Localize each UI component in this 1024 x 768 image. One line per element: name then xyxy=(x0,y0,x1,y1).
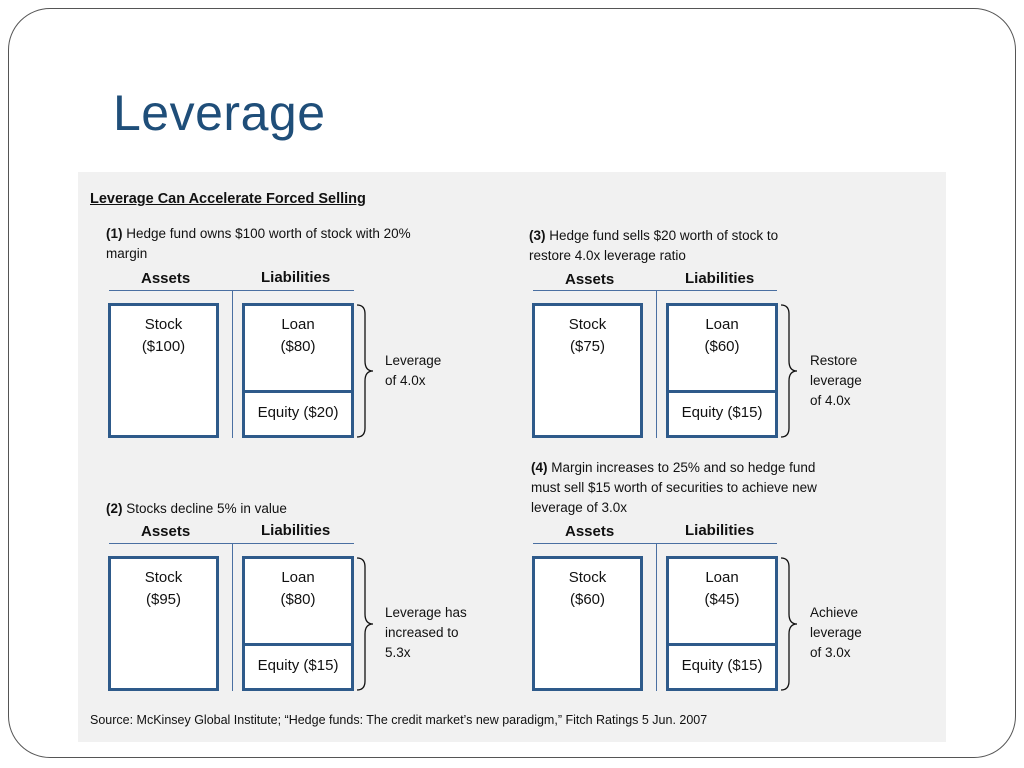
scenario-4-liabilities-header: Liabilities xyxy=(685,522,755,539)
scenario-1-divider-horizontal xyxy=(109,290,354,291)
scenario-2-loan-box: Loan ($80) xyxy=(242,556,354,646)
scenario-2-note-line-2: increased to xyxy=(385,625,459,640)
scenario-4-loan-value: ($45) xyxy=(704,591,740,608)
scenario-2-loan-value: ($80) xyxy=(280,591,316,608)
scenario-4-stock-value: ($60) xyxy=(569,591,606,608)
scenario-1-note: Leverage of 4.0x xyxy=(385,351,441,391)
scenario-4-description: (4) Margin increases to 25% and so hedge… xyxy=(531,458,831,518)
scenario-4-loan-box: Loan ($45) xyxy=(666,556,778,646)
scenario-2-liabilities-header: Liabilities xyxy=(261,522,331,539)
scenario-2-brace-icon xyxy=(356,557,374,691)
scenario-4-note-line-2: leverage xyxy=(810,625,862,640)
scenario-3-text: Hedge fund sells $20 worth of stock to r… xyxy=(529,228,779,263)
scenario-1-brace-icon xyxy=(356,304,374,438)
scenario-1-assets-header: Assets xyxy=(141,270,191,287)
scenario-3-liabilities-header: Liabilities xyxy=(685,270,755,287)
scenario-2-assets-header: Assets xyxy=(141,523,191,540)
scenario-2-loan-label: Loan xyxy=(281,569,315,586)
scenario-2-description: (2) Stocks decline 5% in value xyxy=(106,499,436,519)
scenario-3-number: (3) xyxy=(529,228,546,243)
scenario-4-note-line-3: of 3.0x xyxy=(810,645,851,660)
scenario-4-note-line-1: Achieve xyxy=(810,605,859,620)
scenario-1-equity-box: Equity ($20) xyxy=(242,390,354,438)
content-panel xyxy=(78,172,946,742)
scenario-2-divider-vertical xyxy=(232,543,233,691)
scenario-3-brace-icon xyxy=(780,304,798,438)
scenario-3-note-line-3: of 4.0x xyxy=(810,393,851,408)
scenario-4-equity-label: Equity ($15) xyxy=(681,657,763,674)
scenario-3-loan-box: Loan ($60) xyxy=(666,303,778,393)
scenario-4-text: Margin increases to 25% and so hedge fun… xyxy=(531,460,817,515)
source-citation: Source: McKinsey Global Institute; “Hedg… xyxy=(90,713,708,727)
scenario-1-description: (1) Hedge fund owns $100 worth of stock … xyxy=(106,224,436,264)
scenario-2-note-line-3: 5.3x xyxy=(385,645,411,660)
scenario-3-note: Restore leverage of 4.0x xyxy=(810,351,862,411)
scenario-3-divider-horizontal xyxy=(533,290,777,291)
scenario-3-loan-value: ($60) xyxy=(704,338,740,355)
scenario-1-stock-value: ($100) xyxy=(141,338,186,355)
scenario-2-note: Leverage has increased to 5.3x xyxy=(385,603,467,663)
scenario-3-stock-box: Stock ($75) xyxy=(532,303,643,438)
scenario-2-equity-label: Equity ($15) xyxy=(257,657,339,674)
scenario-3-loan-label: Loan xyxy=(705,316,739,333)
scenario-3-description: (3) Hedge fund sells $20 worth of stock … xyxy=(529,226,789,266)
scenario-2-stock-box: Stock ($95) xyxy=(108,556,219,691)
scenario-2-stock-value: ($95) xyxy=(145,591,182,608)
scenario-1-divider-vertical xyxy=(232,290,233,438)
scenario-2-equity-box: Equity ($15) xyxy=(242,643,354,691)
scenario-3-note-line-2: leverage xyxy=(810,373,862,388)
scenario-1-text: Hedge fund owns $100 worth of stock with… xyxy=(106,226,411,261)
slide-title: Leverage xyxy=(113,85,326,141)
scenario-3-note-line-1: Restore xyxy=(810,353,858,368)
scenario-2-text: Stocks decline 5% in value xyxy=(126,501,287,516)
scenario-4-brace-icon xyxy=(780,557,798,691)
scenario-2-note-line-1: Leverage has xyxy=(385,605,467,620)
scenario-1-equity-label: Equity ($20) xyxy=(257,404,339,421)
scenario-3-divider-vertical xyxy=(656,290,657,438)
scenario-1-loan-label: Loan xyxy=(281,316,315,333)
scenario-1-liabilities-header: Liabilities xyxy=(261,269,331,286)
scenario-4-stock-box: Stock ($60) xyxy=(532,556,643,691)
scenario-2-stock-label: Stock xyxy=(144,569,183,586)
scenario-1-loan-box: Loan ($80) xyxy=(242,303,354,393)
scenario-4-number: (4) xyxy=(531,460,548,475)
scenario-1-loan-value: ($80) xyxy=(280,338,316,355)
scenario-4-assets-header: Assets xyxy=(565,523,615,540)
scenario-4-note: Achieve leverage of 3.0x xyxy=(810,603,862,663)
scenario-4-stock-label: Stock xyxy=(568,569,607,586)
scenario-1-stock-box: Stock ($100) xyxy=(108,303,219,438)
scenario-4-divider-horizontal xyxy=(533,543,777,544)
scenario-3-stock-label: Stock xyxy=(568,316,607,333)
scenario-1-note-line-1: Leverage xyxy=(385,353,442,368)
scenario-2-number: (2) xyxy=(106,501,123,516)
section-heading: Leverage Can Accelerate Forced Selling xyxy=(90,191,366,207)
scenario-1-stock-label: Stock xyxy=(144,316,183,333)
scenario-3-equity-label: Equity ($15) xyxy=(681,404,763,421)
scenario-3-assets-header: Assets xyxy=(565,271,615,288)
scenario-4-divider-vertical xyxy=(656,543,657,691)
scenario-2-divider-horizontal xyxy=(109,543,354,544)
scenario-4-equity-box: Equity ($15) xyxy=(666,643,778,691)
scenario-3-equity-box: Equity ($15) xyxy=(666,390,778,438)
scenario-4-loan-label: Loan xyxy=(705,569,739,586)
scenario-1-number: (1) xyxy=(106,226,123,241)
scenario-3-stock-value: ($75) xyxy=(569,338,606,355)
scenario-1-note-line-2: of 4.0x xyxy=(385,373,426,388)
